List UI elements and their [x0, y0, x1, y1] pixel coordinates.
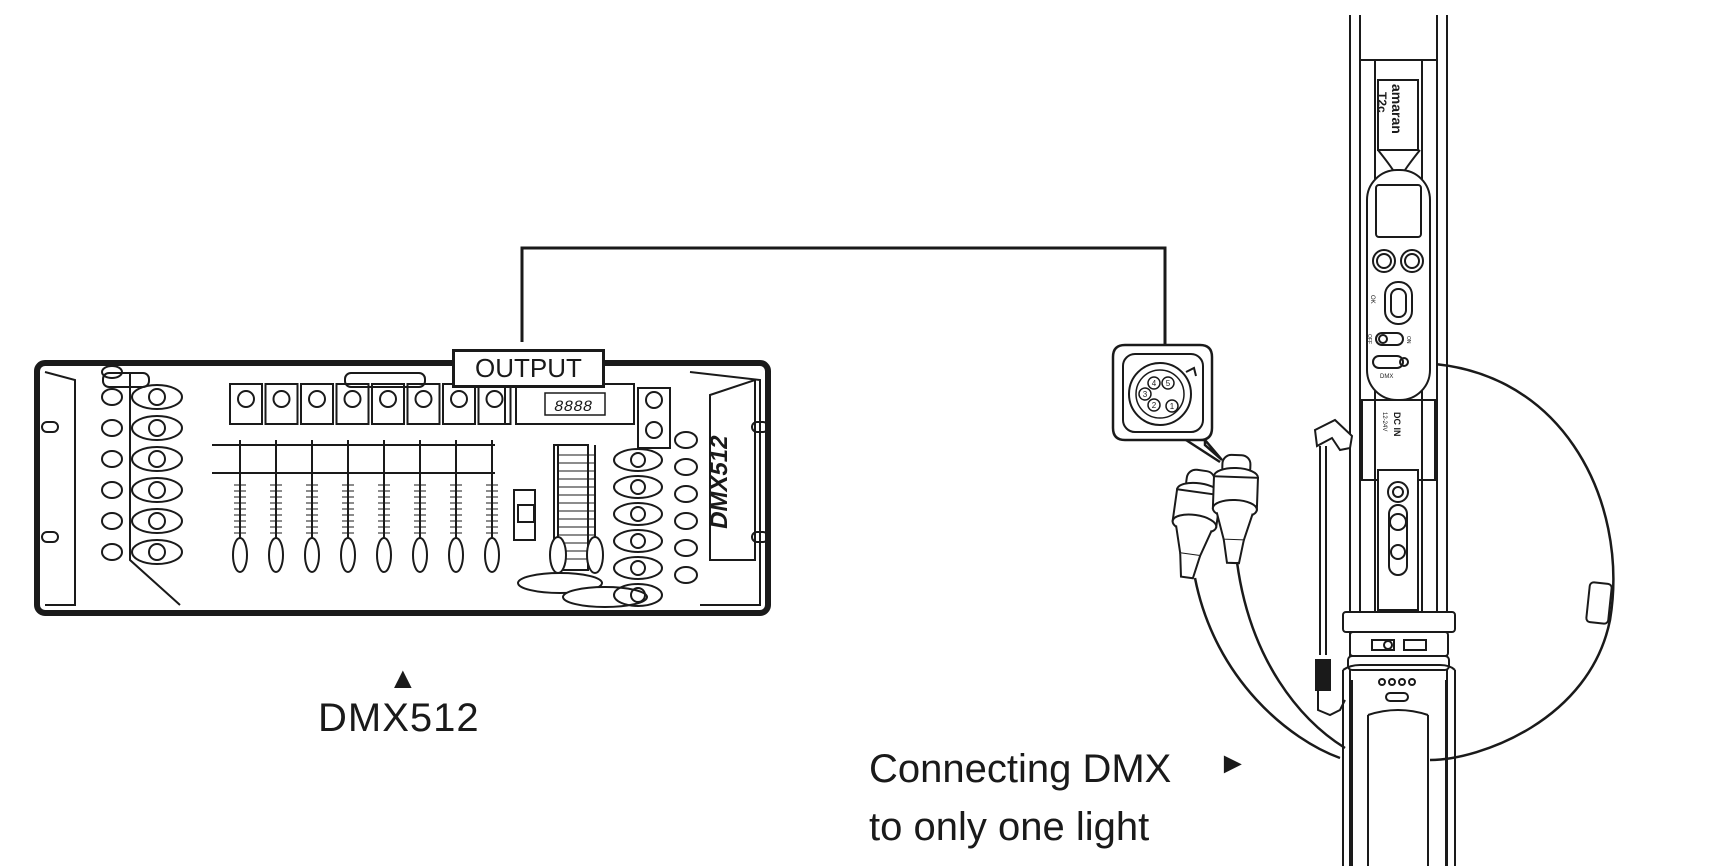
console-select-button-box [371, 383, 405, 425]
console-select-button [450, 390, 468, 408]
console-small-button [101, 419, 123, 437]
xlr-pin-number: 5 [1166, 379, 1171, 388]
console-big-button [613, 529, 663, 553]
console-big-button [613, 583, 663, 607]
console-small-button [101, 450, 123, 468]
xlr-pin [1161, 376, 1175, 390]
console-big-button [131, 446, 183, 472]
brand-text: amaran [1389, 84, 1405, 134]
fixture-labels: amaran T2c OK ON OFF DMX DC IN 12-24V [1366, 84, 1411, 437]
console-small-button [101, 388, 123, 406]
up-arrow-icon: ▲ [388, 662, 418, 695]
fader-knob [268, 537, 284, 573]
console-button-cap [148, 450, 166, 468]
console-select-button [237, 390, 255, 408]
console-display-text: 8888 [554, 398, 593, 416]
console-select-button [308, 390, 326, 408]
xlr-plugs [1171, 361, 1615, 762]
fader-knob [412, 537, 428, 573]
console-big-button [131, 415, 183, 441]
console-small-button [674, 431, 698, 449]
on-text: ON [1405, 336, 1411, 344]
connect-caption-line1: Connecting DMX [869, 747, 1172, 791]
console-big-button [131, 539, 183, 565]
fader-knob [340, 537, 356, 573]
console-small-button [674, 485, 698, 503]
console-select-button-box [300, 383, 334, 425]
console-button-cap [630, 533, 646, 549]
console-button-cap [148, 512, 166, 530]
console-small-button [101, 481, 123, 499]
console-model-text: DMX512 [706, 433, 733, 531]
xlr-pin-number: 2 [1152, 401, 1157, 410]
console-small-button [101, 512, 123, 530]
console-select-button-box [406, 383, 441, 425]
console-select-button [414, 390, 433, 408]
console-button-cap [630, 452, 646, 468]
dmx-console-icon [34, 360, 771, 616]
console-select-button [379, 390, 397, 408]
xlr-pin [1165, 399, 1179, 413]
console-small-button [674, 512, 698, 530]
xlr-pin [1147, 376, 1161, 390]
xlr-pin [1147, 398, 1161, 412]
console-big-button [131, 477, 183, 503]
right-arrow-icon: ► [1218, 747, 1248, 780]
led-tube-light-icon [1313, 15, 1456, 866]
xlr-pin-number: 4 [1152, 379, 1157, 388]
fader-knob [304, 537, 320, 573]
dc-in-text: DC IN [1392, 412, 1402, 437]
xlr-pin-number: 1 [1170, 402, 1175, 411]
output-label: OUTPUT [452, 349, 605, 388]
fader-knob [448, 537, 464, 573]
console-big-button [613, 556, 663, 580]
console-caption: DMX512 [318, 696, 480, 740]
connect-caption-line2: to only one light [869, 805, 1150, 849]
console-button-cap [630, 560, 646, 576]
console-big-button [613, 448, 663, 472]
console-button [645, 391, 663, 409]
console-button-cap [148, 419, 166, 437]
console-big-button [131, 384, 183, 410]
console-select-button-box [335, 383, 370, 425]
console-button-cap [148, 543, 166, 561]
console-big-button [131, 508, 183, 534]
console-small-button [674, 458, 698, 476]
console-select-button [272, 390, 291, 408]
console-button [645, 421, 663, 439]
console-small-button [101, 543, 123, 561]
fader-knob [232, 537, 248, 573]
console-button-cap [630, 506, 646, 522]
console-button-cap [630, 479, 646, 495]
console-big-button [613, 475, 663, 499]
fader-knob [376, 537, 392, 573]
console-select-button-box [229, 383, 263, 425]
console-button-cap [148, 388, 166, 406]
console-select-button [343, 390, 362, 408]
console-select-button [485, 390, 504, 408]
dmx-port-text: DMX [1380, 374, 1393, 380]
fader-knob [484, 537, 500, 573]
console-select-button-box [264, 383, 299, 425]
console-button-cap [630, 587, 646, 603]
dc-volt-text: 12-24V [1381, 412, 1387, 431]
console-small-button [101, 365, 123, 379]
console-small-button [674, 539, 698, 557]
dmx-cable [520, 246, 1167, 345]
xlr-pin-number: 3 [1143, 390, 1148, 399]
console-small-button [674, 566, 698, 584]
connect-caption: Connecting DMX to only one light [869, 740, 1171, 856]
xlr-pin [1138, 387, 1152, 401]
model-text: T2c [1375, 92, 1389, 113]
ok-text: OK [1369, 295, 1375, 304]
off-text: OFF [1366, 334, 1372, 344]
console-big-button [613, 502, 663, 526]
console-button-cap [148, 481, 166, 499]
